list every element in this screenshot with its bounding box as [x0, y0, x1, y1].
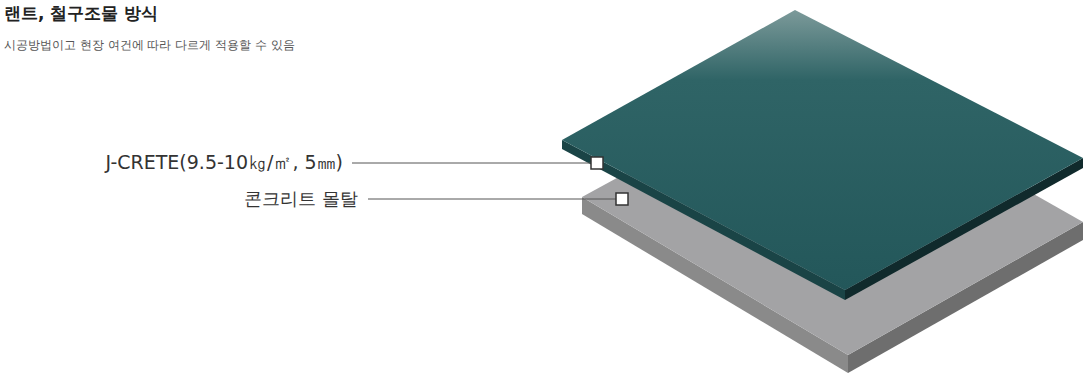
page-title: 랜트, 철구조물 방식	[4, 2, 158, 25]
leader-line	[352, 163, 591, 164]
layer-label: J-CRETE(9.5-10㎏/㎡, 5㎜)	[105, 150, 343, 176]
layer-label: 콘크리트 몰탈	[244, 187, 358, 211]
marker-square	[591, 157, 603, 169]
marker-square	[616, 193, 628, 205]
coat-top	[562, 10, 1083, 290]
subtitle-note: 시공방법이고 현장 여건에 따라 다르게 적용할 수 있음	[4, 37, 295, 54]
leader-line	[368, 199, 616, 200]
